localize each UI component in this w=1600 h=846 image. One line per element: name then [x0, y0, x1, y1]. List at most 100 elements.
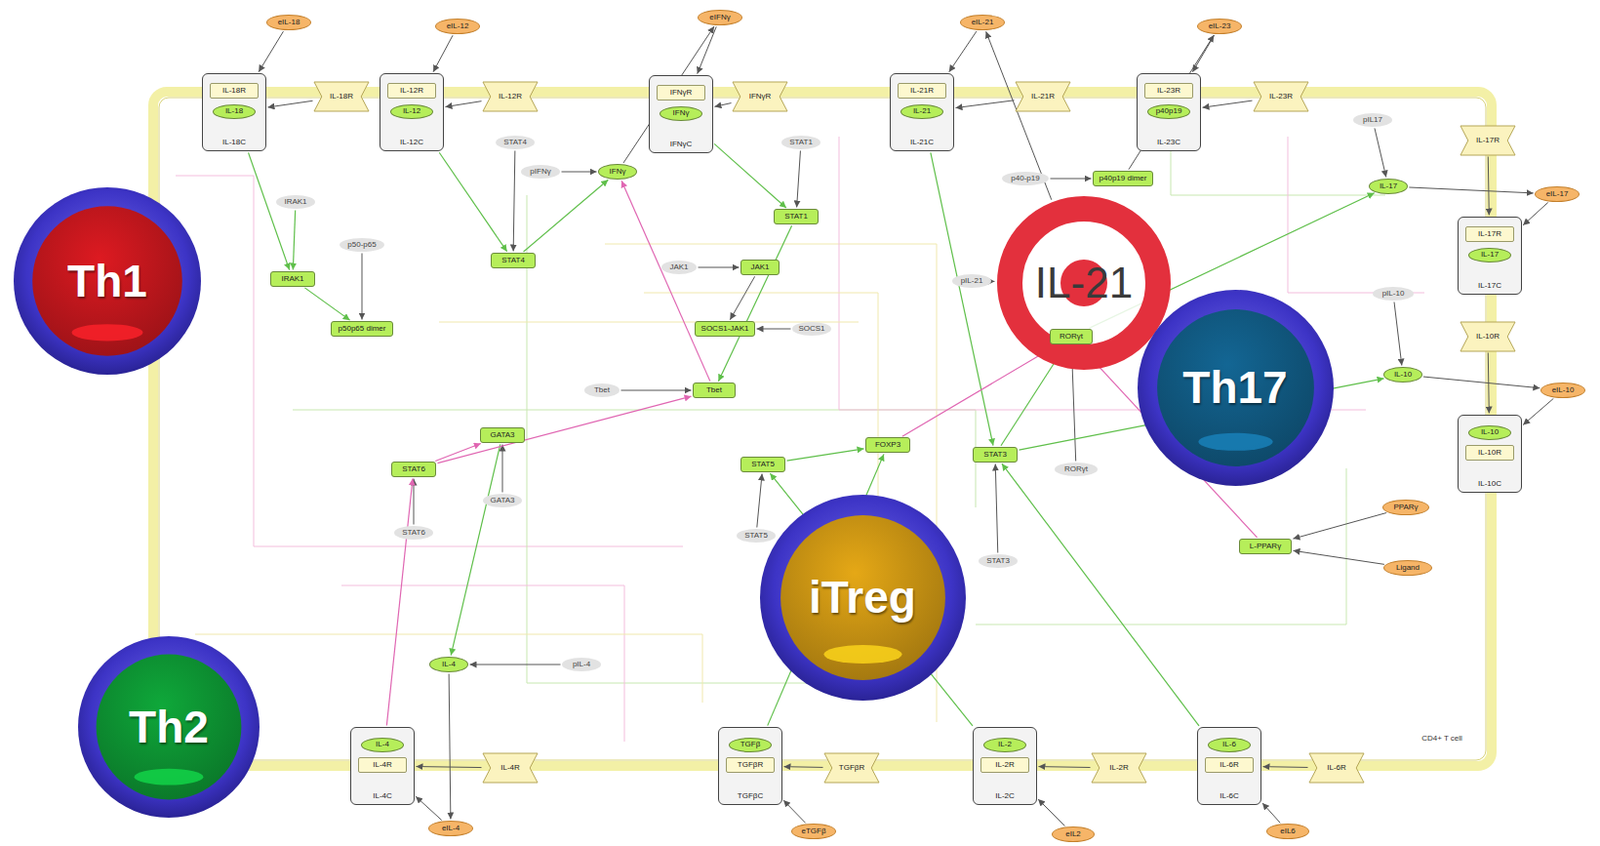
protein-ellipse: IL-21: [900, 104, 944, 120]
reaction-arrow: [718, 225, 792, 381]
node-text: IL-12: [402, 107, 421, 117]
node-text: pIL17: [1362, 116, 1383, 125]
receptor-outline: [1460, 125, 1516, 156]
node-text: pIL-10: [1382, 289, 1405, 299]
node-text: STAT4: [501, 256, 525, 266]
node-text: IRAK1: [283, 198, 307, 207]
protein-ellipse: IL-12: [390, 104, 434, 120]
reaction-arrow: [1263, 765, 1309, 768]
species-ellipse: pIL-4: [561, 657, 601, 672]
species-ellipse: p50-p65: [339, 238, 385, 252]
reaction-arrow: [1192, 35, 1214, 73]
node-text: FOXP3: [875, 440, 901, 450]
node-text: IL-4R: [500, 763, 520, 773]
receptor-box: IL-21R: [897, 82, 947, 99]
node-text: IL-21R: [910, 86, 934, 96]
reaction-arrow: [415, 796, 442, 820]
reaction-arrow: [1374, 127, 1387, 177]
node-text: SOCS1: [798, 324, 825, 334]
node-text: STAT1: [784, 212, 808, 222]
complex-box: IL-6CIL-6IL-6R: [1197, 726, 1262, 805]
node-text: IL-4: [441, 660, 456, 670]
protein-ellipse: IL-4: [360, 737, 404, 753]
reaction-arrow: [1408, 187, 1533, 194]
reaction-arrow: [1001, 463, 1200, 726]
protein-box: JAK1: [740, 259, 780, 276]
node-text: IL-10C: [1478, 480, 1502, 489]
node-text: eIL-10: [1552, 386, 1575, 396]
receptor-shape: IFNγR: [732, 81, 788, 112]
receptor-shape: IL-18R: [314, 81, 369, 112]
reaction-arrow: [1050, 178, 1092, 180]
node-text: STAT5: [751, 460, 775, 470]
reaction-arrow: [1128, 35, 1214, 170]
reaction-arrow: [523, 179, 609, 252]
protein-ellipse: IFNγ: [598, 163, 638, 180]
node-text: IL-21R: [1031, 92, 1055, 102]
node-text: IL-17C: [1478, 281, 1502, 291]
ligand-ellipse: PPARγ: [1382, 499, 1430, 516]
receptor-outline: [824, 753, 880, 783]
reaction-arrow: [258, 31, 283, 73]
reaction-arrow: [292, 209, 295, 270]
node-text: Tbet: [594, 386, 610, 396]
complex-box: IL-2CIL-2IL-2R: [972, 726, 1038, 805]
cell-type-circle: Th1: [11, 185, 203, 377]
background-wire: [292, 409, 976, 508]
reaction-arrow: [561, 171, 598, 173]
protein-box: L-PPARγ: [1239, 538, 1292, 555]
protein-ellipse: IL-18: [212, 104, 256, 120]
cell-body: [1157, 309, 1315, 467]
node-text: IL-12R: [400, 86, 424, 96]
background-wire: [604, 243, 937, 722]
cell-outer-ring: [13, 187, 201, 375]
node-text: JAK1: [669, 263, 688, 273]
receptor-outline: [314, 81, 369, 112]
node-text: PPARγ: [1393, 503, 1418, 513]
species-ellipse: SOCS1: [792, 321, 832, 336]
node-text: IL-6R: [1326, 763, 1347, 773]
node-text: IL-4C: [372, 792, 393, 801]
node-text: IL-6: [1222, 740, 1237, 750]
cell-highlight: [134, 768, 204, 786]
cell-body: [32, 205, 183, 357]
cell-body: [96, 654, 242, 800]
complex-box: IL-4CIL-4IL-4R: [350, 726, 415, 805]
species-ellipse: STAT5: [736, 528, 776, 543]
complex-box: IL-12CIL-12RIL-12: [379, 73, 444, 152]
reaction-arrow: [949, 31, 977, 73]
cell-highlight: [72, 323, 144, 341]
ring-outline: [1009, 208, 1159, 358]
node-text: IL-10R: [1478, 448, 1502, 458]
cell-type-circle: Th17: [1135, 287, 1336, 488]
receptor-outline: [482, 81, 538, 112]
receptor-outline: [1460, 321, 1516, 352]
node-text: GATA3: [489, 431, 515, 440]
node-text: STAT6: [401, 528, 426, 538]
node-text: SOCS1-JAK1: [701, 324, 750, 334]
node-text: IL-18C: [222, 138, 246, 148]
cell-label: CD4+ T cell: [1419, 734, 1465, 744]
reaction-arrow: [1262, 802, 1280, 823]
node-text: JAK1: [750, 263, 769, 273]
node-text: IL-18: [225, 107, 243, 117]
cell-body: [780, 515, 946, 680]
reaction-arrow: [450, 443, 501, 655]
protein-box: STAT4: [490, 252, 536, 269]
ligand-ellipse: Ligand: [1383, 560, 1433, 576]
node-text: IL-12R: [498, 92, 522, 102]
node-text: IL-4: [375, 740, 390, 750]
species-ellipse: RORγt: [1054, 462, 1098, 477]
node-text: IL-10R: [1476, 332, 1500, 342]
reaction-arrow: [797, 150, 801, 207]
cell-outer-ring: [760, 494, 966, 701]
ligand-ellipse: eIL-17: [1534, 186, 1580, 202]
reaction-arrow: [361, 253, 363, 320]
protein-box: GATA3: [480, 427, 525, 443]
reaction-arrow: [1394, 301, 1402, 365]
node-text: IFNγR: [670, 88, 693, 98]
node-text: p40p19: [1156, 107, 1183, 117]
node-text: L-PPARγ: [1249, 542, 1281, 552]
protein-ellipse: IL-10: [1383, 366, 1423, 383]
ligand-ellipse: eIL-12: [435, 18, 480, 35]
